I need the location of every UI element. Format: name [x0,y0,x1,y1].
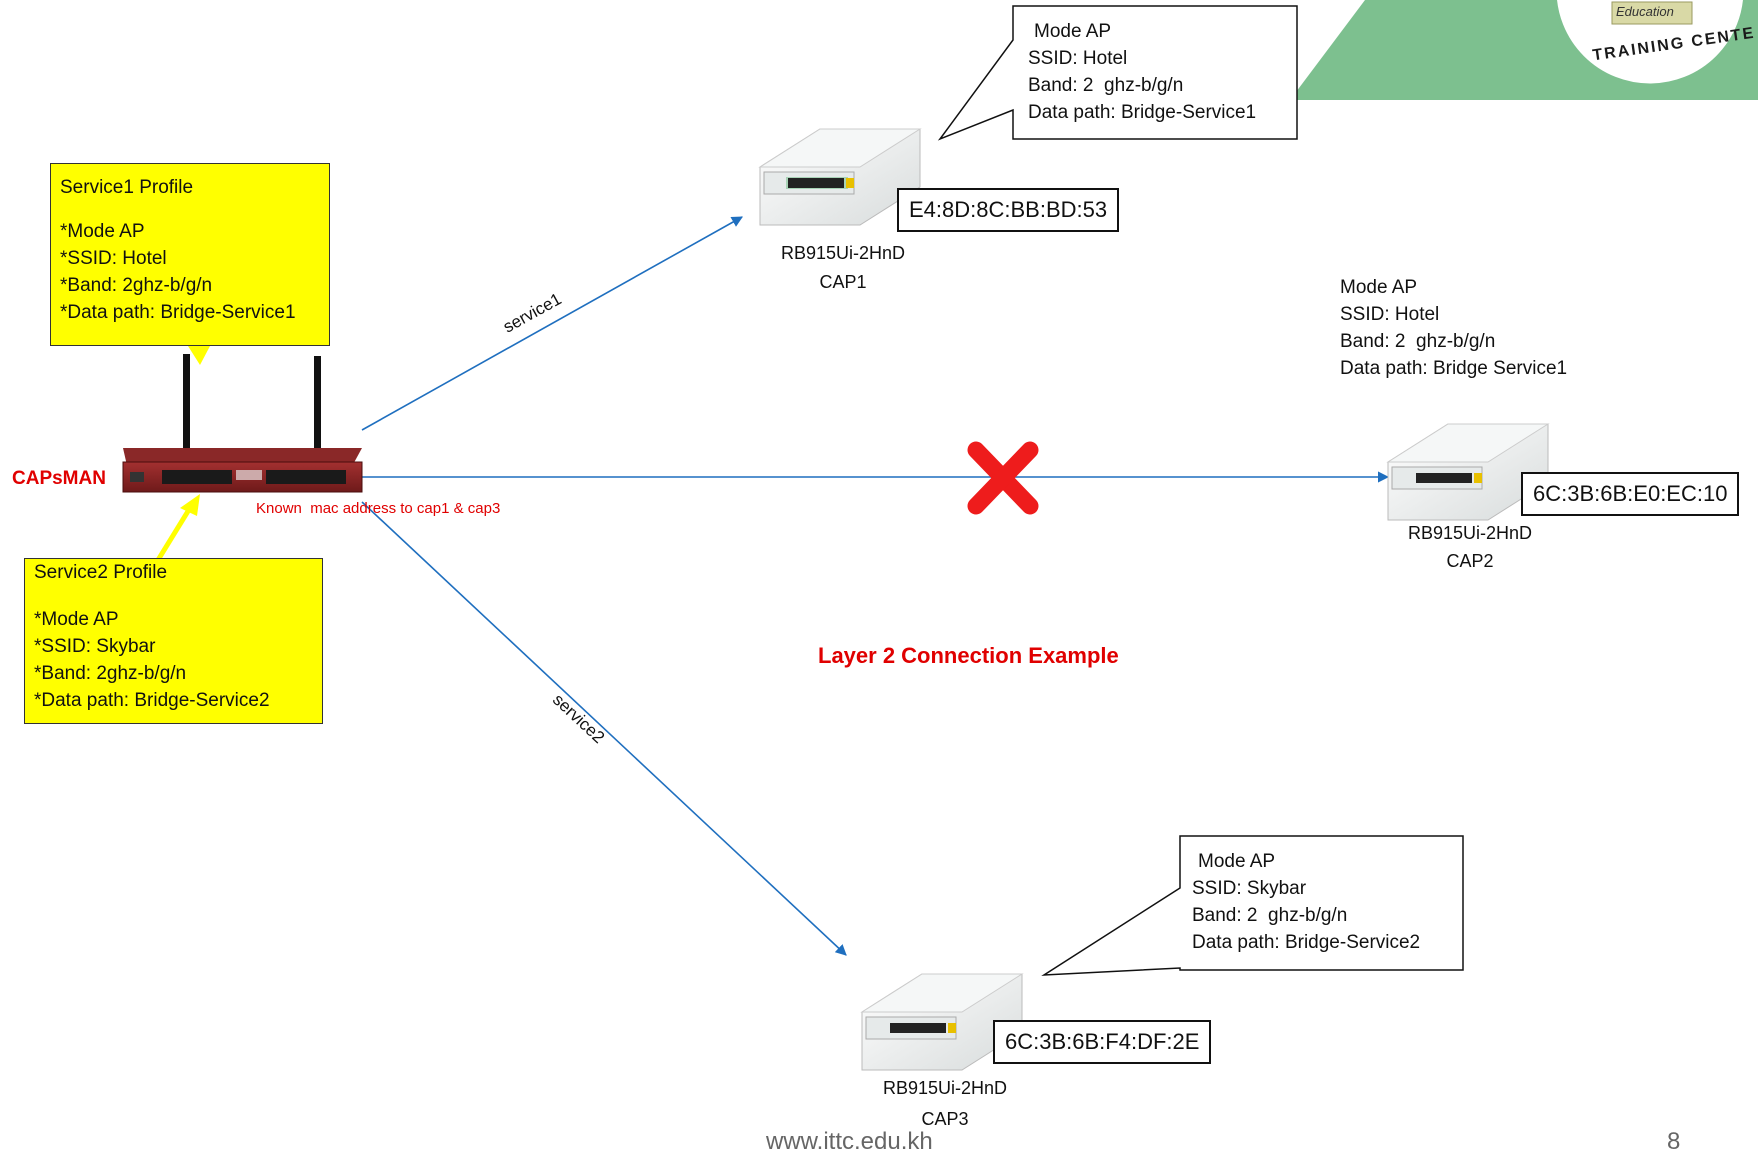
cap1-mac: E4:8D:8C:BB:BD:53 [897,188,1120,232]
page-number: 8 [1667,1128,1681,1155]
service1-profile-box: Service1 Profile *Mode AP *SSID: Hotel *… [50,163,330,346]
capsman-router [122,354,363,493]
cap2-config: Mode AP SSID: Hotel Band: 2 ghz-b/g/n Da… [1340,274,1567,382]
logo-text-top: Education [1616,4,1674,19]
cap1-config: Mode AP SSID: Hotel Band: 2 ghz-b/g/n Da… [1028,18,1256,126]
service2-profile-line: *SSID: Skybar [34,636,156,657]
blocked-x-icon [967,441,1039,515]
diagram-title: Layer 2 Connection Example [818,643,1119,668]
cap3-config-line: Band: 2 ghz-b/g/n [1192,905,1348,926]
service2-profile-line: *Mode AP [34,609,119,630]
cap2-mac: 6C:3B:6B:E0:EC:10 [1521,472,1740,516]
service1-profile-line: *Band: 2ghz-b/g/n [60,275,213,296]
cap3-name: CAP3 [921,1109,969,1129]
cap1-config-line: SSID: Hotel [1028,48,1128,69]
capsman-note: Known mac address to cap1 & cap3 [256,500,501,517]
cap1-model: RB915Ui-2HnD [780,243,906,263]
service2-profile-title: Service2 Profile [34,562,168,583]
cap2-config-line: Data path: Bridge Service1 [1340,358,1568,379]
cap1-name: CAP1 [819,272,867,292]
service2-profile-box: Service2 Profile *Mode AP *SSID: Skybar … [24,558,323,724]
cap2-name: CAP2 [1446,551,1494,571]
cap3-device [860,973,1024,1071]
cap1-config-line: Data path: Bridge-Service1 [1028,102,1257,123]
cap3-config-line: Mode AP [1198,851,1276,872]
cap3-model: RB915Ui-2HnD [882,1078,1008,1098]
cap3-mac: 6C:3B:6B:F4:DF:2E [993,1020,1212,1064]
cap2-model: RB915Ui-2HnD [1407,523,1533,543]
service2-pointer [155,506,193,562]
cap1-device [758,128,922,226]
service2-profile-line: *Band: 2ghz-b/g/n [34,663,187,684]
cap3-config-line: Data path: Bridge-Service2 [1192,932,1421,953]
link-service2 [361,501,847,956]
cap1-config-line: Mode AP [1034,21,1112,42]
cap1-config-line: Band: 2 ghz-b/g/n [1028,75,1184,96]
capsman-label: CAPsMAN [12,468,106,489]
cap3-config-line: SSID: Skybar [1192,878,1307,899]
cap2-config-line: Mode AP [1340,277,1418,298]
service1-profile-line: *Mode AP [60,221,145,242]
cap3-callout [1041,835,1464,976]
logo [1290,0,1758,100]
footer-url: www.ittc.edu.kh [766,1128,933,1155]
link-service1 [361,216,743,431]
cap2-config-line: Band: 2 ghz-b/g/n [1340,331,1496,352]
cap1-callout [937,5,1298,141]
cap2-config-line: SSID: Hotel [1340,304,1440,325]
cap2-device [1386,423,1550,521]
service1-profile-title: Service1 Profile [60,177,194,198]
service1-profile-line: *Data path: Bridge-Service1 [60,302,296,323]
service2-profile-line: *Data path: Bridge-Service2 [34,690,270,711]
service1-profile-line: *SSID: Hotel [60,248,167,269]
cap3-config: Mode AP SSID: Skybar Band: 2 ghz-b/g/n D… [1192,848,1420,956]
